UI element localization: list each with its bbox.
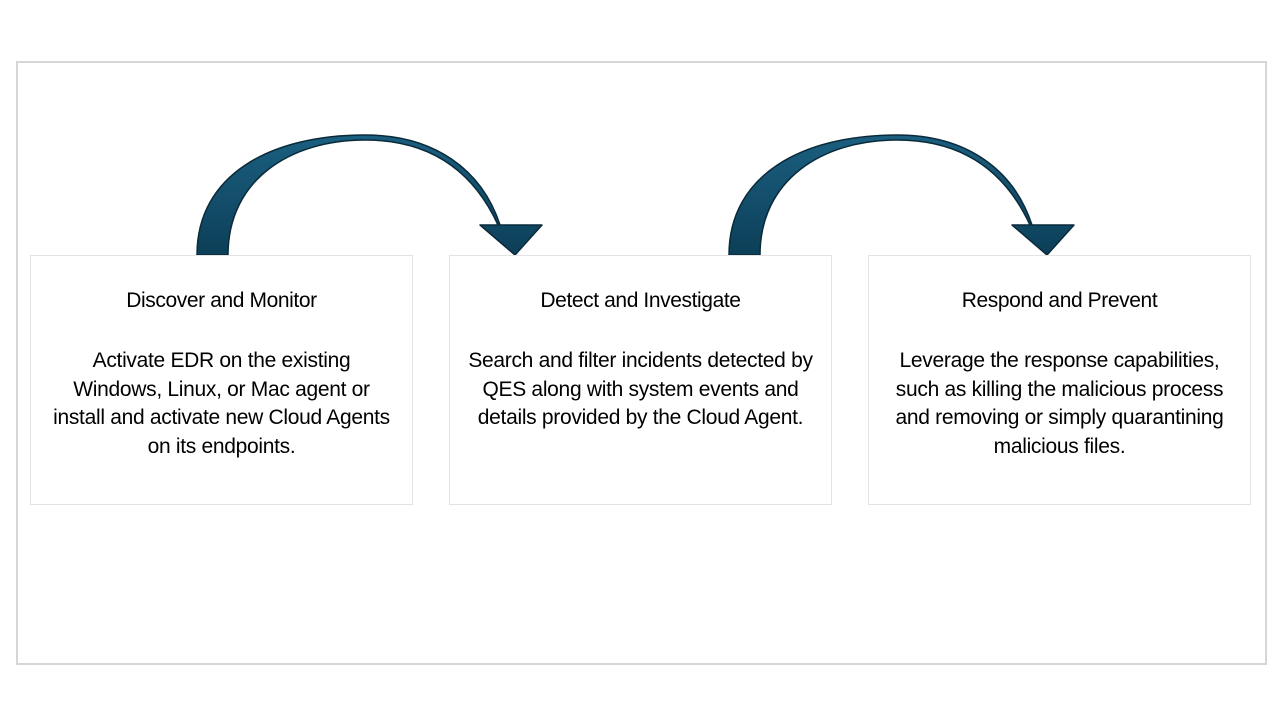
step-description: Activate EDR on the existing Windows, Li…: [53, 349, 390, 459]
step-respond-prevent: Respond and Prevent Leverage the respons…: [868, 255, 1251, 505]
step-description: Leverage the response capabilities, such…: [895, 349, 1224, 459]
step-title: Respond and Prevent: [961, 289, 1158, 312]
step-description: Search and filter incidents detected by …: [468, 349, 813, 430]
step-title: Discover and Monitor: [126, 289, 317, 312]
step-detect-investigate: Detect and Investigate Search and filter…: [449, 255, 832, 505]
step-discover-monitor: Discover and Monitor Activate EDR on the…: [30, 255, 413, 505]
curved-arrow-icon: [196, 134, 543, 256]
curved-arrow-icon: [728, 134, 1075, 256]
step-title: Detect and Investigate: [540, 289, 741, 312]
